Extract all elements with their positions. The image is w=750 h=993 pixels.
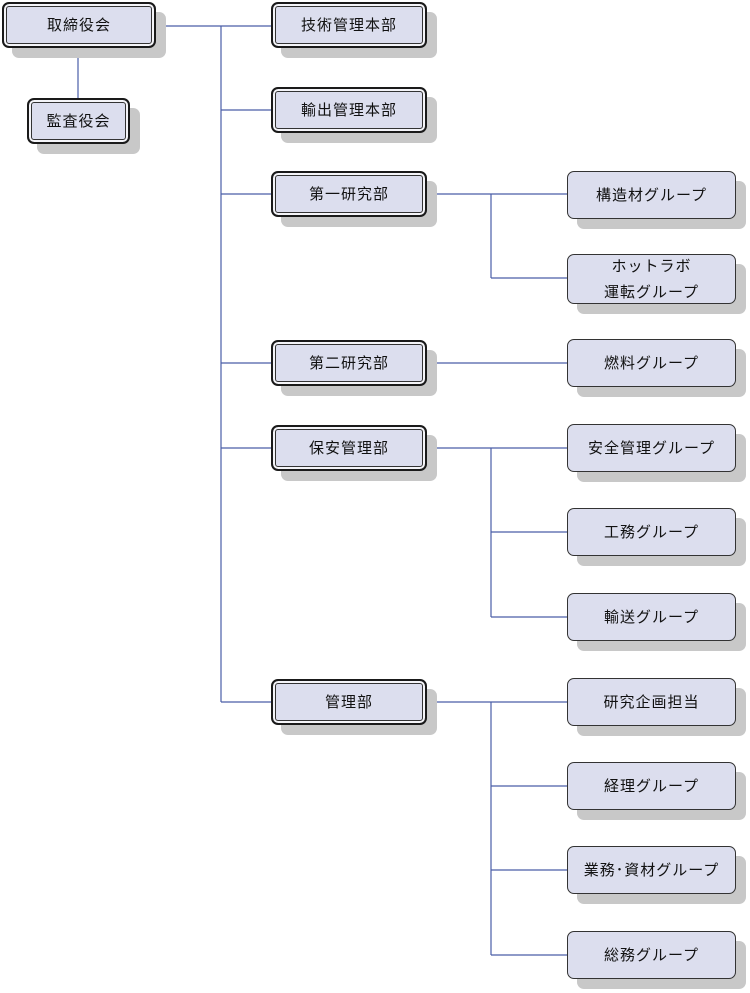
group-business-box: 業務･資材グループ bbox=[567, 846, 736, 894]
division-safety-box: 保安管理部 bbox=[271, 425, 427, 471]
group-engineering-box: 工務グループ bbox=[567, 508, 736, 556]
division-lab2-box: 第二研究部 bbox=[271, 340, 427, 386]
division-label: 保安管理部 bbox=[308, 439, 389, 457]
group-label: 輸送グループ bbox=[603, 608, 700, 626]
group-label: 研究企画担当 bbox=[603, 693, 700, 711]
division-label: 管理部 bbox=[324, 693, 373, 711]
division-label: 第二研究部 bbox=[308, 354, 389, 372]
group-label: 業務･資材グループ bbox=[583, 861, 720, 879]
group-label: 燃料グループ bbox=[603, 354, 700, 372]
division-label: 輸出管理本部 bbox=[300, 101, 397, 119]
division-export-box: 輸出管理本部 bbox=[271, 87, 427, 133]
group-label: 経理グループ bbox=[603, 777, 700, 795]
board-of-directors-box: 取締役会 bbox=[2, 2, 156, 48]
audit-board-box: 監査役会 bbox=[27, 98, 130, 144]
group-label: 工務グループ bbox=[603, 523, 700, 541]
group-fuel-box: 燃料グループ bbox=[567, 339, 736, 387]
division-lab1-box: 第一研究部 bbox=[271, 171, 427, 217]
audit-board-label: 監査役会 bbox=[46, 112, 111, 130]
division-tech-box: 技術管理本部 bbox=[271, 2, 427, 48]
group-general-box: 総務グループ bbox=[567, 931, 736, 979]
division-admin-box: 管理部 bbox=[271, 679, 427, 725]
division-label: 第一研究部 bbox=[308, 185, 389, 203]
group-label: 安全管理グループ bbox=[587, 439, 716, 457]
group-hotlab-box: ホットラボ 運転グループ bbox=[567, 254, 736, 304]
group-accounting-box: 経理グループ bbox=[567, 762, 736, 810]
group-label: 総務グループ bbox=[603, 946, 700, 964]
group-label: 構造材グループ bbox=[595, 186, 708, 204]
group-structural-box: 構造材グループ bbox=[567, 171, 736, 219]
group-safetymgmt-box: 安全管理グループ bbox=[567, 424, 736, 472]
group-transport-box: 輸送グループ bbox=[567, 593, 736, 641]
group-planning-box: 研究企画担当 bbox=[567, 678, 736, 726]
division-label: 技術管理本部 bbox=[300, 16, 397, 34]
group-label: ホットラボ 運転グループ bbox=[603, 257, 700, 301]
board-label: 取締役会 bbox=[46, 16, 111, 34]
